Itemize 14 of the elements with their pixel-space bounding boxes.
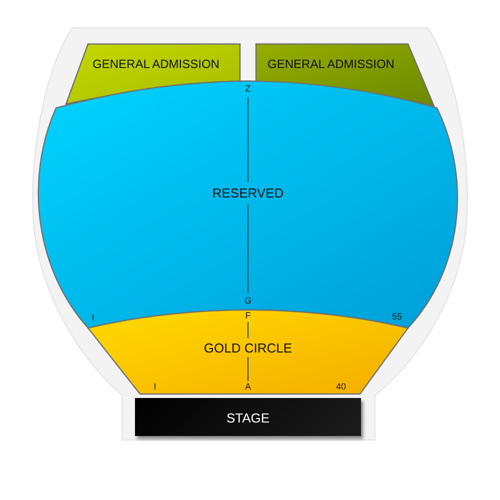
- section-label: STAGE: [226, 412, 270, 424]
- row-label: Z: [245, 84, 251, 94]
- row-label: 40: [336, 382, 346, 392]
- section-label: RESERVED: [212, 186, 284, 200]
- row-label: I: [92, 314, 94, 322]
- section-label: GOLD CIRCLE: [204, 342, 292, 354]
- section-label: GENERAL ADMISSION: [268, 58, 394, 70]
- row-label: A: [245, 382, 251, 392]
- row-label: F: [245, 312, 251, 320]
- stage-platform: [135, 398, 361, 436]
- row-label: 55: [392, 312, 402, 322]
- row-label: G: [244, 296, 252, 306]
- section-label: GENERAL ADMISSION: [92, 58, 220, 70]
- row-label: I: [154, 382, 156, 392]
